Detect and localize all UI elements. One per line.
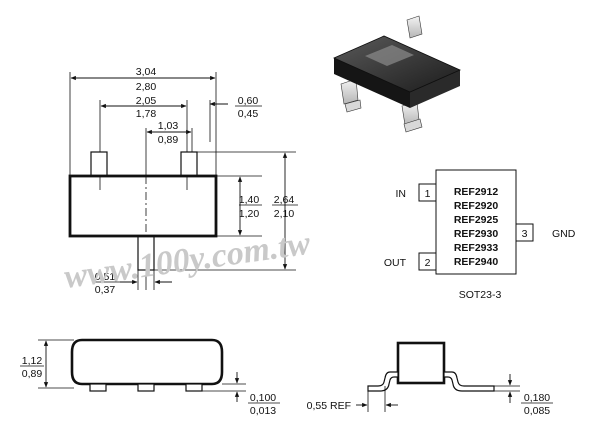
dim-lead-thickness-max: 0,180 <box>524 392 550 404</box>
dim-overall-width-min: 2,80 <box>136 81 157 93</box>
part-number: REF2925 <box>454 214 499 226</box>
package-name: SOT23-3 <box>459 289 502 301</box>
pin-box-1 <box>418 183 437 202</box>
package-3d-render <box>333 15 461 133</box>
dim-lead-width-max: 0,51 <box>95 271 116 283</box>
package-top-face <box>333 35 461 93</box>
top-view: 3,04 2,80 2,05 1,78 1,03 0,89 0,60 0,45 <box>68 66 298 296</box>
pin-box-2 <box>418 252 437 271</box>
side-lead-center <box>137 383 155 392</box>
dim-side-height-min: 0,89 <box>22 368 43 380</box>
end-lead-right <box>443 371 495 392</box>
dim-lead-length-max: 0,60 <box>238 95 259 107</box>
side-lead-right <box>185 383 203 392</box>
side-view-body <box>70 338 224 386</box>
dim-standoff-min: 0,013 <box>250 405 276 417</box>
part-number: REF2933 <box>454 242 499 254</box>
part-number: REF2912 <box>454 186 499 198</box>
lead-top-right <box>180 151 198 177</box>
pin-label-gnd: GND <box>552 228 576 240</box>
lead-top-left <box>90 151 108 177</box>
end-lead-left <box>367 371 399 392</box>
side-lead-left <box>89 383 107 392</box>
pin-number-2: 2 <box>425 257 431 269</box>
dim-lead-length-min: 0,45 <box>238 108 259 120</box>
dim-body-width-min: 1,20 <box>239 208 260 220</box>
pin-label-in: IN <box>396 188 407 200</box>
dim-overall-width-max: 3,04 <box>136 66 157 78</box>
part-number: REF2920 <box>454 200 499 212</box>
pin-number-3: 3 <box>522 228 528 240</box>
part-number: REF2940 <box>454 256 499 268</box>
dim-overall-height-min: 2,10 <box>274 208 295 220</box>
pinout-body <box>435 169 517 275</box>
dim-lead-width-min: 0,37 <box>95 284 116 296</box>
top-view-body <box>68 174 218 238</box>
dim-body-width-max: 1,40 <box>239 194 260 206</box>
pin-number-1: 1 <box>425 188 431 200</box>
dim-lead-pitch-min: 0,89 <box>158 134 179 146</box>
dim-lead-span-max: 2,05 <box>136 95 157 107</box>
dim-lead-span-min: 1,78 <box>136 108 157 120</box>
pin-box-3 <box>515 223 534 242</box>
dim-lead-thickness-min: 0,085 <box>524 405 550 417</box>
pin-label-out: OUT <box>384 257 407 269</box>
end-view-body <box>396 341 446 385</box>
dim-side-height-max: 1,12 <box>22 355 43 367</box>
side-view: 1,12 0,89 0,100 0,013 <box>20 338 280 417</box>
dim-standoff-max: 0,100 <box>250 392 276 404</box>
pinout-diagram: 1 2 3 IN OUT GND REF2912 REF2920 REF2925… <box>384 169 576 301</box>
dim-lead-pitch-max: 1,03 <box>158 120 179 132</box>
dim-overall-height-max: 2,64 <box>274 194 295 206</box>
part-number: REF2930 <box>454 228 499 240</box>
dim-foot-length: 0,55 REF <box>307 400 351 412</box>
end-view: 0,55 REF 0,180 0,085 <box>307 341 553 417</box>
